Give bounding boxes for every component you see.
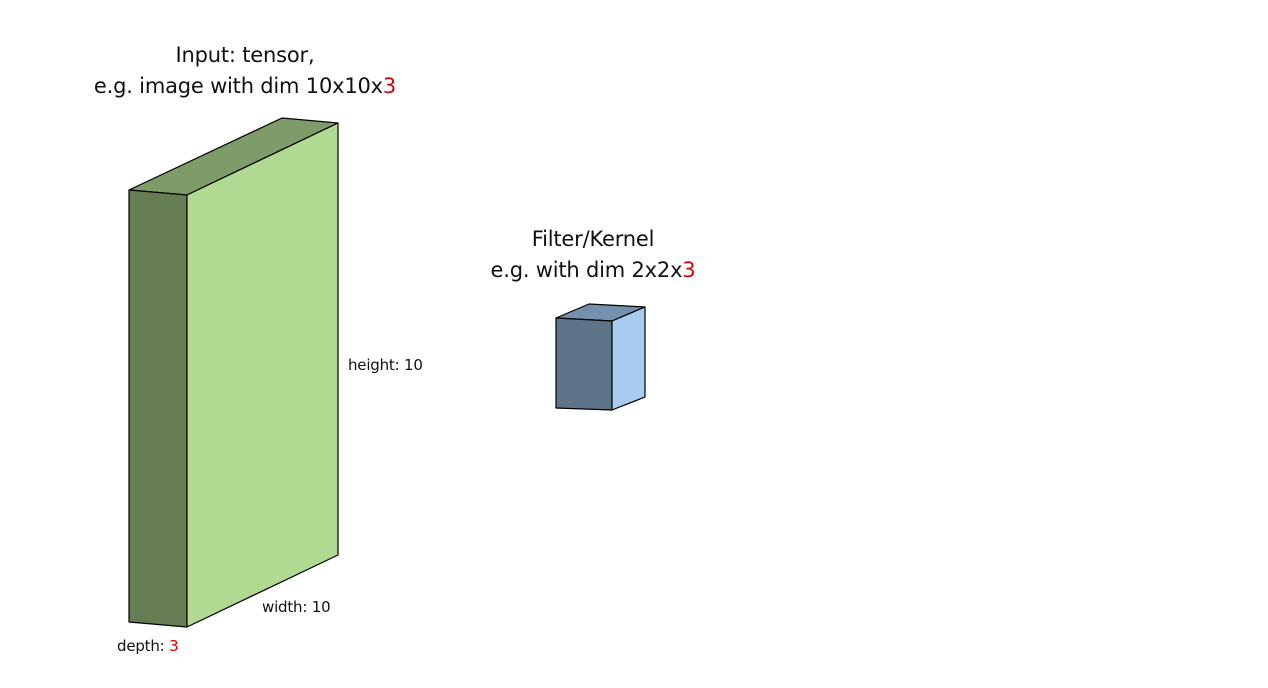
filter-title-line1: Filter/Kernel bbox=[531, 227, 655, 251]
input-title-line2: e.g. image with dim 10x10x3 bbox=[45, 71, 445, 102]
input-title-line1: Input: tensor, bbox=[175, 43, 315, 67]
filter-cube-front-face bbox=[555, 317, 613, 411]
input-title-depth-value: 3 bbox=[382, 74, 397, 98]
input-tensor-block bbox=[128, 117, 339, 628]
filter-title-dim-text: e.g. with dim 2x2x bbox=[490, 258, 683, 282]
depth-label-value: 3 bbox=[169, 637, 179, 655]
filter-kernel-title: Filter/Kernel e.g. with dim 2x2x3 bbox=[443, 224, 743, 286]
depth-label: depth: 3 bbox=[117, 636, 179, 656]
filter-title-depth-value: 3 bbox=[682, 258, 696, 282]
input-tensor-side-face bbox=[128, 189, 188, 628]
input-title-dim-text: e.g. image with dim 10x10x bbox=[93, 74, 383, 98]
filter-cube-side-face bbox=[611, 306, 646, 411]
depth-label-text: depth: bbox=[117, 637, 170, 655]
input-tensor-front-face bbox=[186, 122, 339, 628]
input-tensor-title: Input: tensor, e.g. image with dim 10x10… bbox=[45, 40, 445, 102]
height-label: height: 10 bbox=[348, 356, 423, 374]
width-label: width: 10 bbox=[262, 598, 331, 616]
filter-title-line2: e.g. with dim 2x2x3 bbox=[443, 255, 743, 286]
filter-kernel-cube bbox=[555, 303, 646, 411]
